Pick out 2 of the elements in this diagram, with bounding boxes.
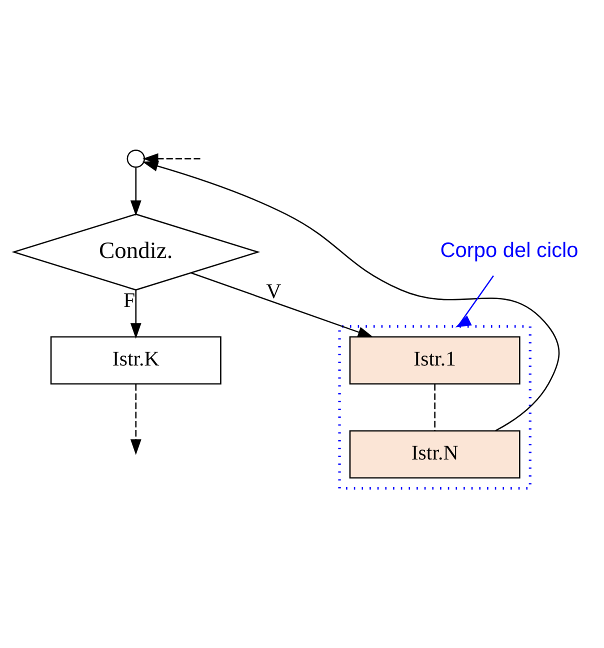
edge-label: V [266, 278, 282, 303]
node-text: Corpo del ciclo [440, 238, 578, 262]
